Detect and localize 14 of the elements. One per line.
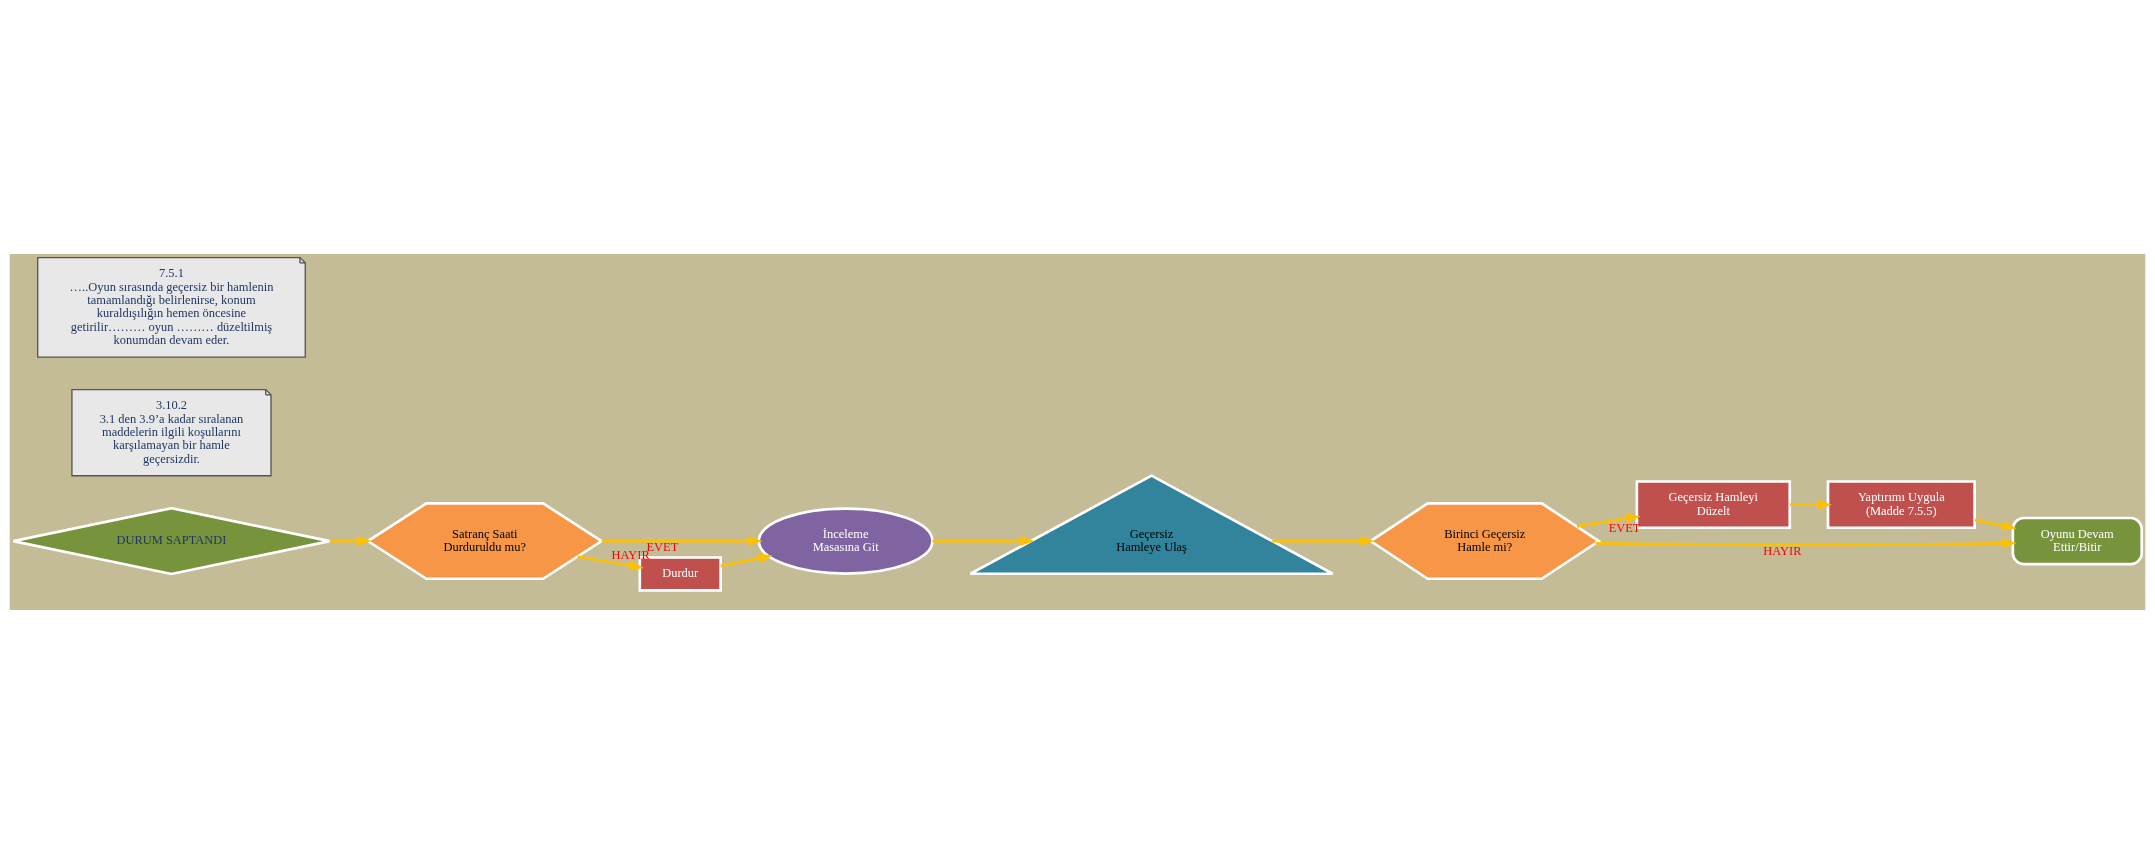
arrow <box>1974 518 2017 531</box>
node-box: Yaptırımı Uygula (Madde 7.5.5) <box>1826 480 1976 530</box>
arrow <box>1595 538 2017 549</box>
edge-label: HAYIR <box>1763 543 1802 558</box>
arrow <box>601 536 763 547</box>
node-box: Oyunu Devam Ettir/Bitir <box>2011 516 2144 566</box>
arrow <box>720 553 773 568</box>
arrow <box>1272 536 1375 547</box>
arrow <box>577 555 644 571</box>
arrow <box>329 536 372 547</box>
arrow <box>1789 499 1832 510</box>
arrow <box>932 536 1035 547</box>
arrow <box>1576 513 1641 528</box>
node-diamond: DURUM SAPTANDI <box>11 506 332 576</box>
